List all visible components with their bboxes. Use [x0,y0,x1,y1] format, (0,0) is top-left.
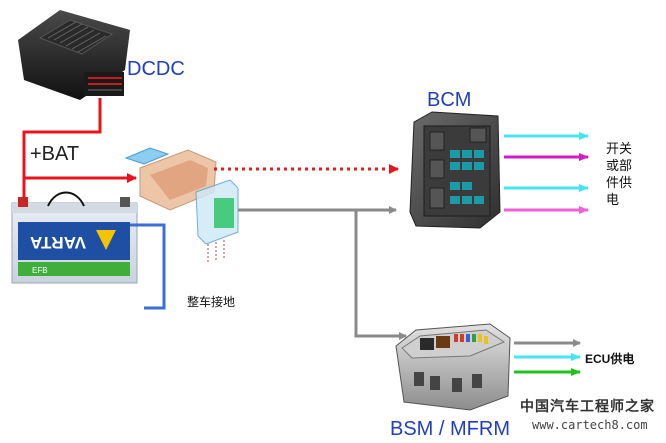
bcm-label: BCM [427,89,472,111]
switch-supply-label: 开关 或部 件供 电 [606,142,633,208]
bsm-module [395,323,511,411]
bcm-outputs [504,132,589,214]
bsm-outputs [514,339,581,376]
bat-wiring [22,98,137,203]
bat-label: +BAT [30,143,80,165]
bsm-label: BSM / MFRM [390,418,510,440]
bus-lines [238,206,407,340]
battery-brand: VARTA [30,233,86,252]
watermark-name: 中国汽车工程师之家 [520,399,655,415]
ground-wiring [130,223,166,310]
battery: VARTA EFB [11,191,138,284]
watermark-url: www.cartech8.com [532,418,648,432]
ground-label: 整车接地 [187,295,236,309]
ecu-supply-label: ECU供电 [585,352,635,366]
dcdc-converter [18,10,130,100]
bcm-module [409,111,501,229]
battery-model: EFB [32,266,48,275]
dcdc-label: DCDC [127,58,185,80]
fuse-box [124,147,239,262]
